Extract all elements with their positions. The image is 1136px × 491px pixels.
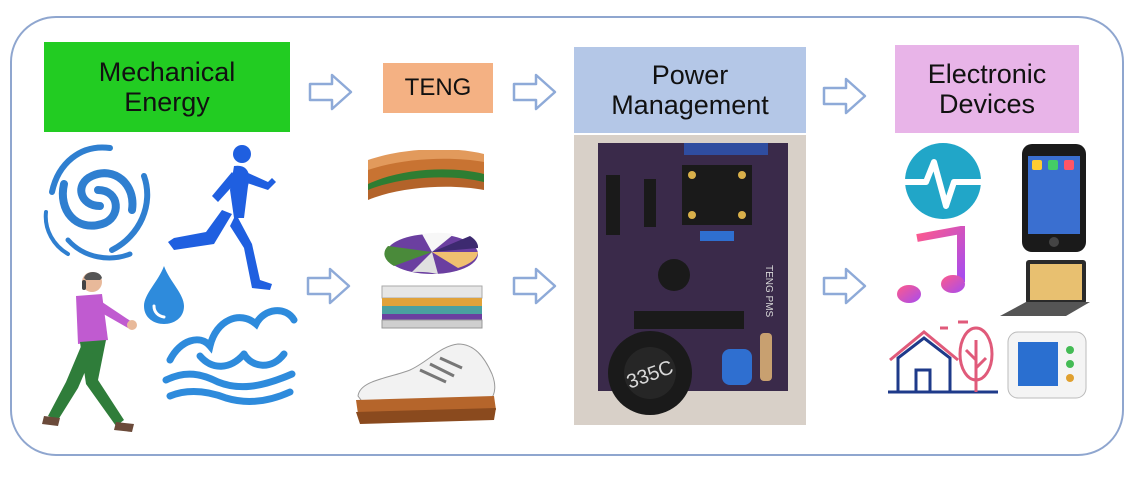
shoe-teng-icon xyxy=(356,343,496,424)
runner-icon xyxy=(168,145,276,290)
arrow-mech-to-teng-bottom xyxy=(306,267,351,305)
house-tree-icon xyxy=(888,320,998,394)
stage-label-power-management: Power Management xyxy=(574,47,806,133)
arrow-power-to-devices-bottom xyxy=(822,267,867,305)
process-frame xyxy=(10,16,1124,456)
tablet-keyboard-icon xyxy=(1000,260,1090,316)
smartphone-icon xyxy=(1022,144,1086,252)
pcb-board: 335C TENG PMS xyxy=(574,135,806,425)
rotary-teng-icon xyxy=(384,232,479,274)
arrow-teng-to-power-bottom xyxy=(512,267,557,305)
pcb-board-text: TENG PMS xyxy=(763,265,774,318)
arrow-mech-to-teng-top xyxy=(308,73,353,111)
stage-label-teng: TENG xyxy=(383,63,493,113)
wave-icon xyxy=(162,307,298,405)
music-note-icon xyxy=(897,226,965,303)
stage-label-mechanical-energy: Mechanical Energy xyxy=(44,42,290,132)
walking-person-icon xyxy=(42,272,137,432)
blood-pressure-monitor-icon xyxy=(1007,331,1087,399)
stacked-plate-teng-icon xyxy=(381,285,483,329)
flexible-layer-teng-icon xyxy=(368,150,484,200)
water-drop-icon xyxy=(144,266,184,324)
wind-swirl-icon xyxy=(43,144,151,261)
health-monitor-icon xyxy=(892,143,994,219)
stage-label-electronic-devices: Electronic Devices xyxy=(895,45,1079,133)
arrow-power-to-devices-top xyxy=(822,77,867,115)
arrow-teng-to-power-top xyxy=(512,73,557,111)
